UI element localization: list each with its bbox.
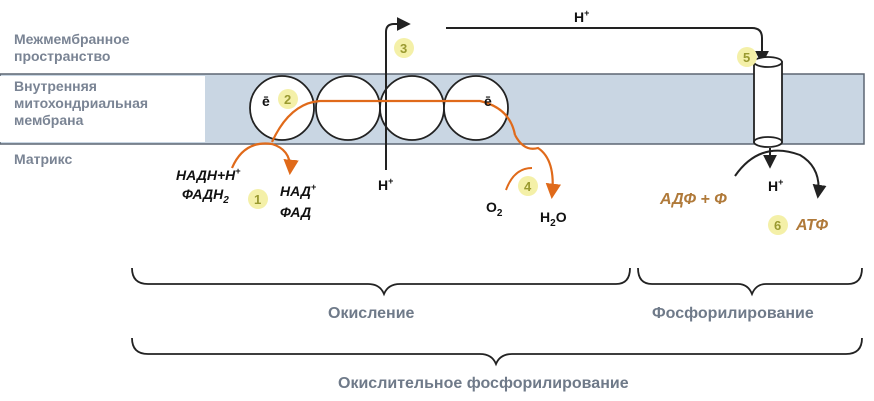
step-badge-5 [737,47,757,67]
intermembrane-label-line1: Межмембранное [14,31,130,47]
oxygen-reduction-arrow [505,167,533,191]
step-badges: 1 2 3 4 5 6 [248,38,788,235]
step-number-4: 4 [524,179,532,194]
proton-synthase-label: Н+ [768,177,783,194]
fadh2-label: ФАДН2 [182,186,229,206]
step-number-3: 3 [400,41,407,56]
electron-label-complex4: ē [484,93,492,109]
oxidation-brace [131,267,631,297]
nadh-oxidation-arrow [230,142,299,176]
step-number-6: 6 [774,218,781,233]
oxygen-label: O2 [486,199,503,219]
step-number-5: 5 [743,50,750,65]
membrane-label-line2: митохондриальная [14,95,148,111]
step-badge-4 [518,176,538,196]
electron-label-complex1: ē [262,93,270,109]
complex-4 [443,75,509,141]
membrane-label-line3: мембрана [14,112,84,128]
proton-pump-arrow [385,17,411,170]
atp-synthase [753,56,783,148]
matrix-label: Матрикс [14,151,72,167]
water-label: H2O [540,209,567,229]
respiratory-chain-complexes [249,75,509,141]
step-badge-6 [768,215,788,235]
step-number-2: 2 [284,92,291,107]
electron-transfer-arrow [271,99,517,143]
phosphorylation-brace [637,267,863,297]
oxidative-phosphorylation-label: Окислительное фосфорилирование [338,375,629,392]
atp-synthase-top [753,56,783,68]
oxidative-phosphorylation-brace [131,337,863,367]
membrane-label-line1: Внутренняя [14,78,97,94]
complex-2 [315,75,381,141]
step-badge-3 [394,38,414,58]
membrane-label-background [0,76,205,142]
step-badge-1 [248,189,268,209]
step-badge-2 [278,89,298,109]
adp-label: АДФ + Ф [659,191,727,208]
complex-1 [249,75,315,141]
proton-matrix-label: Н+ [378,176,393,193]
intermembrane-label-line2: пространство [14,48,110,64]
oxidation-section-label: Окисление [328,305,415,322]
complex-3 [379,75,445,141]
step-number-1: 1 [254,192,261,207]
fad-label: ФАД [280,204,311,220]
proton-top-label: Н+ [574,8,589,25]
nad-label: НАД+ [280,182,317,199]
atp-synthase-bottom [753,136,783,148]
atp-synthase-cylinder [753,61,783,143]
atp-label: АТФ [795,217,829,234]
nadh-label: НАДН+Н+ [176,166,241,183]
atp-synthesis-arrow [734,149,827,199]
proton-gradient-arrow [446,27,769,65]
phosphorylation-section-label: Фосфорилирование [652,305,814,322]
electron-to-oxygen-arrow [514,134,562,200]
